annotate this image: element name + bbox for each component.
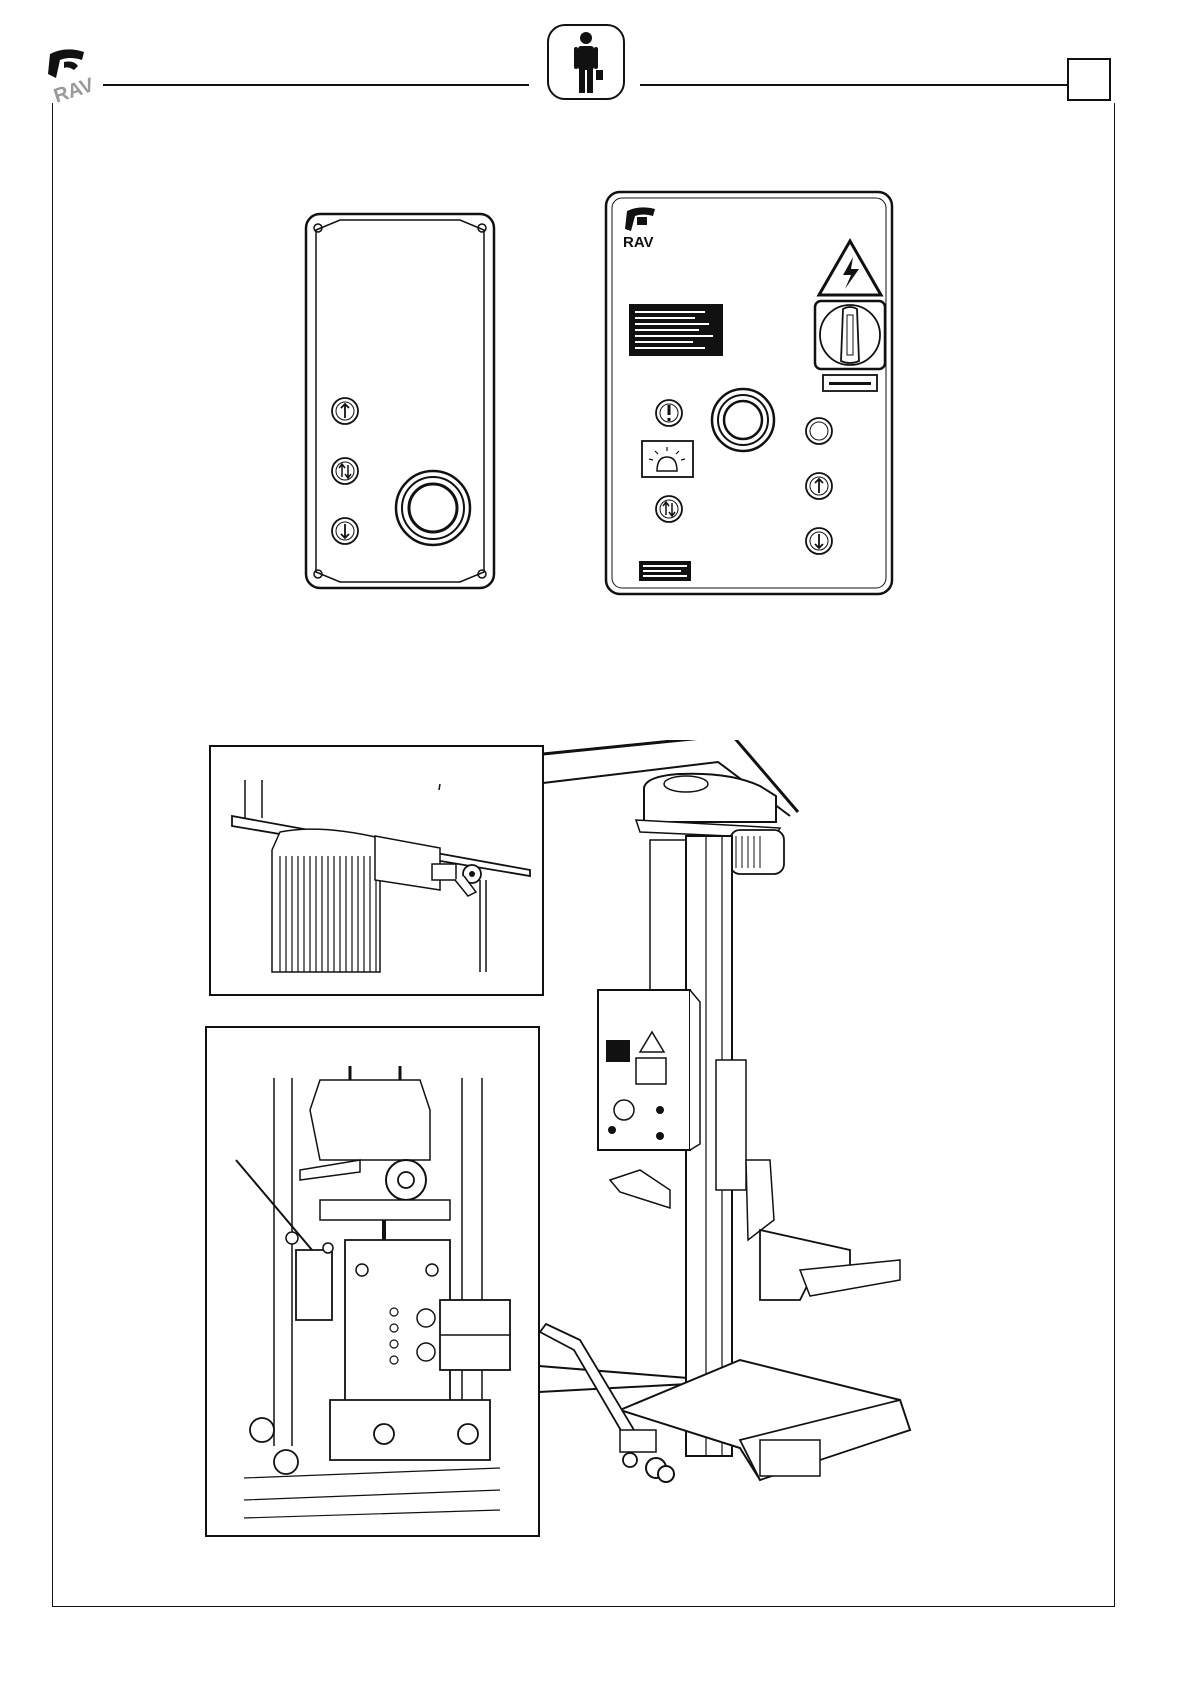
rating-plate — [629, 304, 723, 356]
header-rule-left — [103, 84, 529, 86]
small-control-panel — [300, 208, 500, 594]
emergency-stop-button — [712, 389, 774, 451]
up-button — [332, 398, 358, 424]
updown-button-left — [656, 496, 682, 522]
indicator-lamp — [806, 418, 832, 444]
column-lift — [540, 774, 910, 1482]
exclamation-button — [656, 400, 682, 426]
beacon-lamp-icon — [642, 441, 693, 477]
rav-logo-icon: RAV — [44, 44, 96, 104]
svg-text:RAV: RAV — [51, 74, 96, 104]
brand-logo: RAV — [44, 44, 96, 104]
down-button — [806, 528, 832, 554]
header-rule-right — [640, 84, 1067, 86]
column-lift-illustration — [200, 740, 980, 1560]
emergency-stop-button — [396, 471, 470, 545]
operator-badge — [547, 24, 625, 100]
updown-button — [332, 458, 358, 484]
small-label-plate — [639, 561, 691, 581]
down-button — [332, 518, 358, 544]
detail-bottom-carriage — [206, 1027, 539, 1536]
main-control-panel: RAV — [603, 189, 895, 597]
rotary-main-switch — [815, 301, 885, 391]
up-button — [806, 473, 832, 499]
chapter-box — [1067, 58, 1111, 101]
operator-person-icon — [549, 26, 623, 98]
detail-top-motor — [210, 746, 543, 995]
svg-text:RAV: RAV — [623, 234, 654, 251]
